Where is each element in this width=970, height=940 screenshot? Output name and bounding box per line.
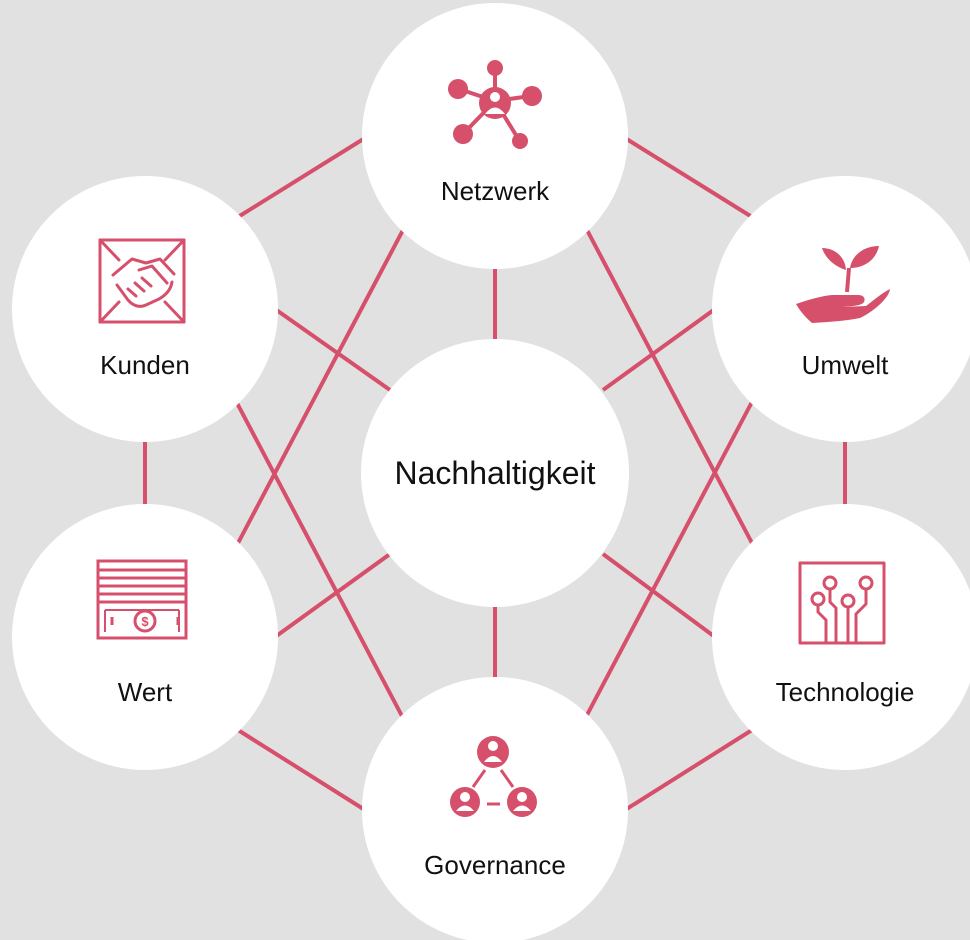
node-technologie-circle: [712, 504, 970, 770]
connector-lines: [143, 136, 847, 812]
node-umwelt-label: Umwelt: [802, 350, 889, 380]
center-label: Nachhaltigkeit: [395, 455, 596, 491]
node-wert-label: Wert: [118, 677, 173, 707]
connector-governance-wert: [236, 728, 367, 812]
node-governance-label: Governance: [424, 850, 566, 880]
people-hierarchy-icon: [450, 736, 537, 817]
diagonal-umwelt-governance: [585, 399, 755, 716]
spoke-kunden: [273, 307, 392, 392]
node-kunden-label: Kunden: [100, 350, 190, 380]
diagonal-netzwerk-technologie: [585, 229, 755, 546]
handshake-icon: [98, 238, 186, 324]
network-icon: [448, 60, 542, 149]
connector-netzwerk-umwelt: [623, 136, 754, 219]
spoke-umwelt: [601, 307, 717, 392]
connector-kunden-netzwerk: [236, 136, 367, 219]
banknote-icon: $: [96, 559, 188, 640]
node-technologie-label: Technologie: [776, 677, 915, 707]
node-netzwerk-circle: [362, 3, 628, 269]
node-kunden-circle: [12, 176, 278, 442]
plant-in-hand-icon: [796, 246, 890, 323]
diagonal-wert-netzwerk: [235, 229, 405, 546]
spoke-wert: [273, 552, 392, 639]
svg-text:$: $: [141, 614, 149, 629]
diagonal-kunden-governance: [235, 402, 405, 719]
connector-technologie-governance: [623, 728, 754, 812]
circuit-icon: [798, 561, 886, 645]
spoke-technologie: [601, 552, 717, 639]
center-circle: [361, 339, 629, 607]
node-netzwerk-label: Netzwerk: [441, 176, 550, 206]
node-governance-circle: [362, 677, 628, 940]
